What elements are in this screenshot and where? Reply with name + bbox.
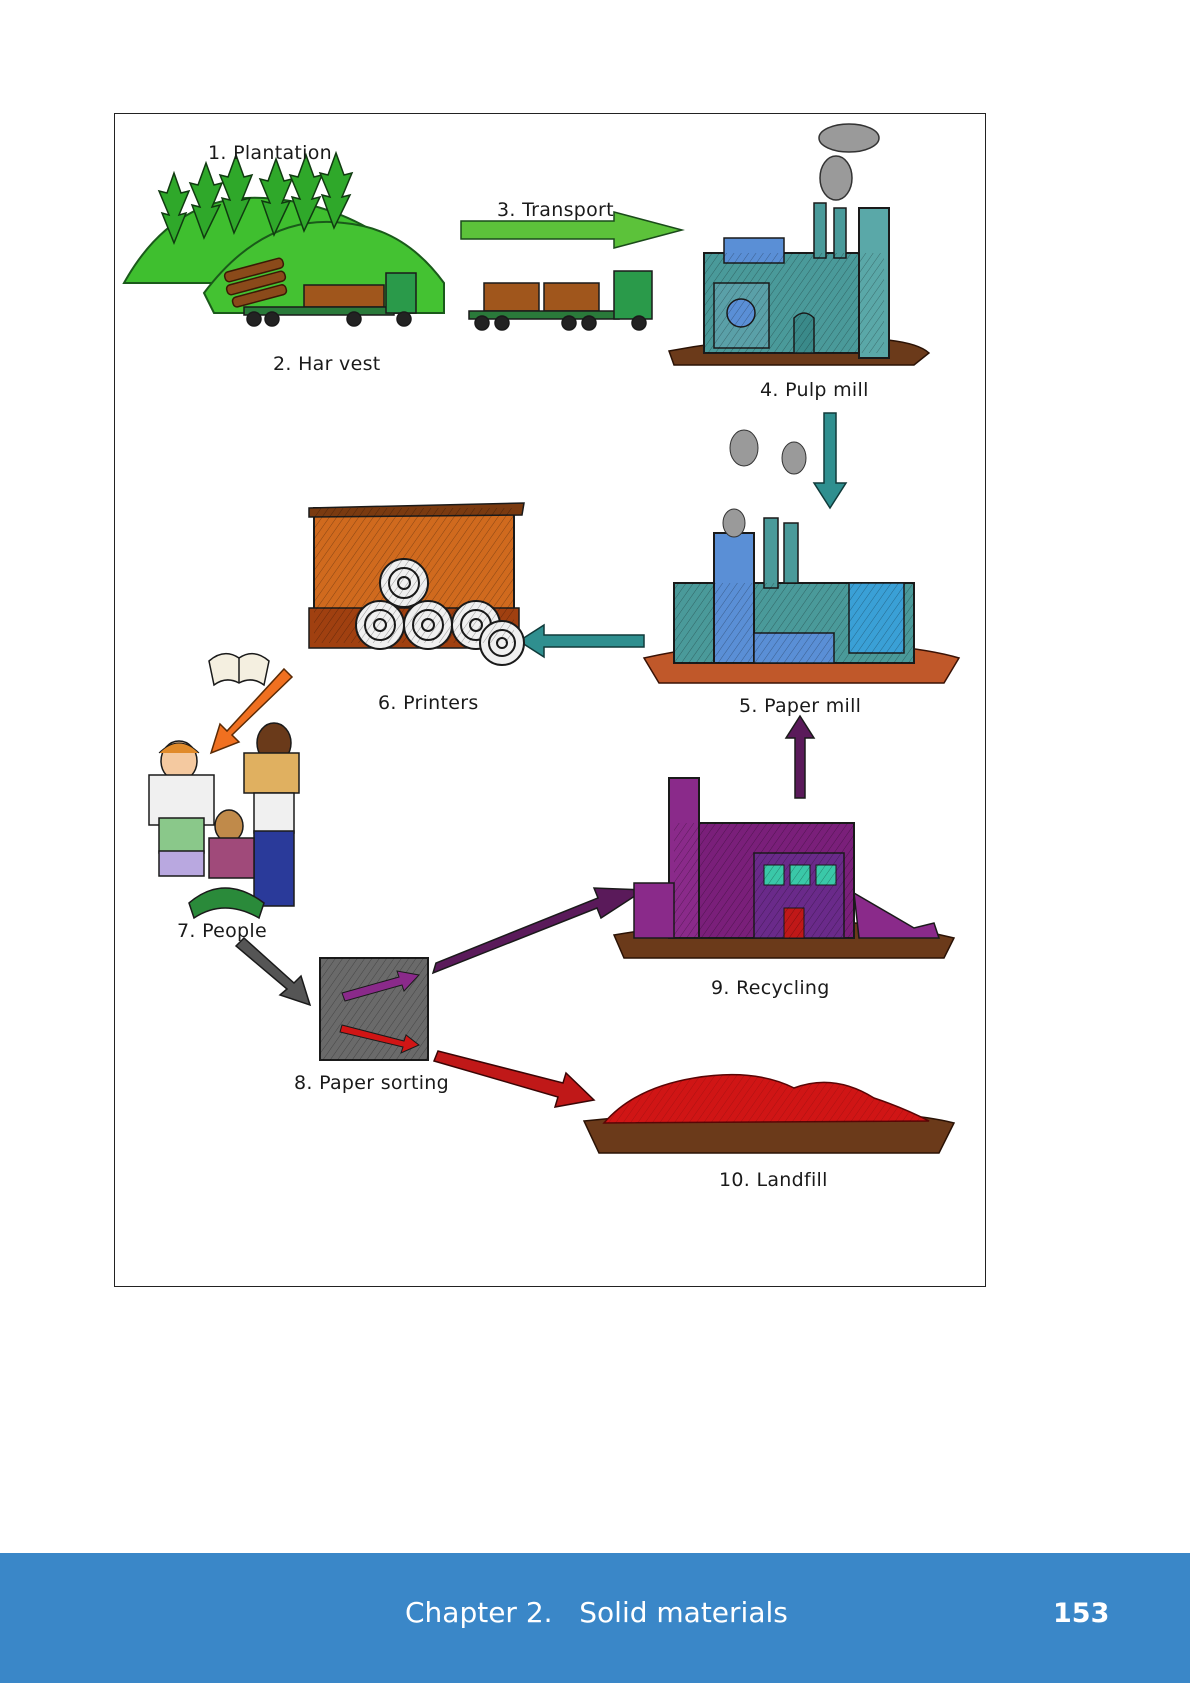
step-label-paper-mill: 5. Paper mill bbox=[739, 695, 862, 717]
transport-illustration bbox=[460, 211, 685, 331]
paper-mill-illustration bbox=[642, 429, 961, 684]
arrow-printers-to-people bbox=[209, 667, 294, 755]
recycling-illustration bbox=[612, 777, 956, 959]
step-label-paper-sorting: 8. Paper sorting bbox=[294, 1072, 449, 1094]
arrow-people-to-sorting bbox=[234, 936, 312, 1007]
arrow-recycling-to-paper-mill bbox=[784, 714, 816, 799]
paper-sorting-illustration bbox=[319, 957, 429, 1061]
plantation-illustration bbox=[122, 150, 445, 327]
step-label-pulp-mill: 4. Pulp mill bbox=[760, 379, 869, 401]
page-number: 153 bbox=[1053, 1598, 1110, 1629]
arrow-sorting-to-recycling bbox=[431, 887, 647, 975]
page-footer bbox=[0, 1553, 1190, 1683]
arrow-sorting-to-landfill bbox=[432, 1050, 596, 1108]
chapter-title: Chapter 2. Solid materials bbox=[405, 1596, 788, 1629]
arrow-pulp-to-paper-mill bbox=[812, 412, 848, 510]
step-label-recycling: 9. Recycling bbox=[711, 977, 830, 999]
printers-illustration bbox=[308, 502, 525, 666]
step-label-plantation: 1. Plantation bbox=[208, 142, 332, 164]
people-illustration bbox=[148, 722, 300, 920]
step-label-printers: 6. Printers bbox=[378, 692, 479, 714]
step-label-landfill: 10. Landfill bbox=[719, 1169, 828, 1191]
pulp-mill-illustration bbox=[667, 123, 931, 366]
landfill-illustration bbox=[582, 1073, 956, 1154]
step-label-harvest: 2. Har vest bbox=[273, 353, 381, 375]
step-label-transport: 3. Transport bbox=[497, 199, 614, 221]
arrow-paper-mill-to-printers bbox=[517, 623, 645, 659]
step-label-people: 7. People bbox=[177, 920, 267, 942]
book-icon bbox=[208, 652, 270, 687]
paper-lifecycle-diagram bbox=[122, 123, 961, 1154]
